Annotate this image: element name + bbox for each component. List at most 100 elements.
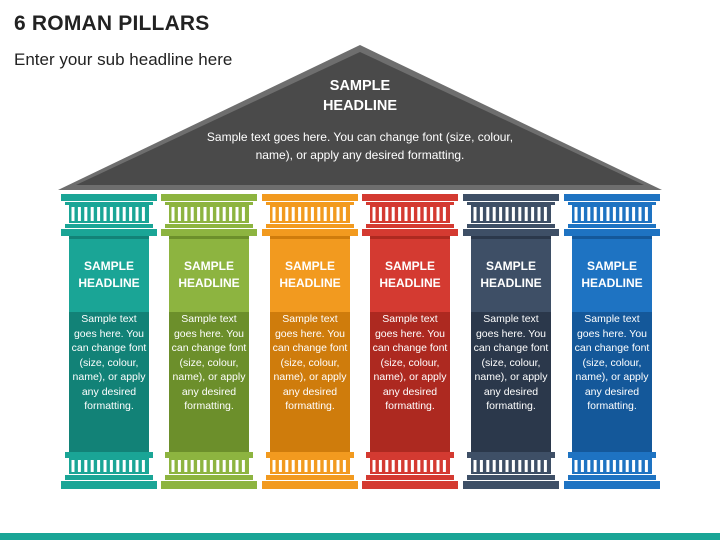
capital-band [266,224,354,228]
roof-pediment [58,45,662,190]
pillar-text: Sample text goes here. You can change fo… [372,313,448,412]
capital-flute [505,207,509,221]
capital-flute [229,207,233,221]
base-flute [177,460,181,472]
capital-flute [310,207,314,221]
base-flute [291,460,295,472]
capital-flute [442,207,446,221]
capital-flute [272,207,276,221]
capital-band [65,202,153,205]
capital-top-slab [463,194,559,201]
roof-headline: SAMPLE HEADLINE [250,76,470,116]
shaft-upper [270,239,350,312]
shaft-upper [169,239,249,312]
shaft-lower [572,312,652,452]
capital-flute [77,207,81,221]
base-flute [135,460,139,472]
capital-flute [524,207,528,221]
base-flute-block [572,458,652,474]
capital-flute [330,207,334,221]
base-flute [606,460,610,472]
base-flute [417,460,421,472]
capital-flute [606,207,610,221]
capital-flute-block [572,205,652,223]
base-flute-block [169,458,249,474]
base-flute [77,460,81,472]
capital-flute [177,207,181,221]
base-flute [423,460,427,472]
capital-bottom-slab [362,229,458,236]
pillar-shape [262,194,358,489]
base-flute [511,460,515,472]
capital-flute [336,207,340,221]
capital-flute [298,207,302,221]
base-band [165,475,253,480]
base-flute [524,460,528,472]
capital-flute [235,207,239,221]
base-slab [564,481,660,489]
capital-band [165,224,253,228]
base-flute [404,460,408,472]
base-flute [298,460,302,472]
base-flute [129,460,133,472]
capital-flute [285,207,289,221]
page-title: 6 ROMAN PILLARS [14,12,210,35]
base-flute [336,460,340,472]
capital-top-slab [61,194,157,201]
capital-band [467,202,555,205]
bottom-accent-bar [0,533,720,540]
base-flute [574,460,578,472]
capital-flute [625,207,629,221]
capital-flute [587,207,591,221]
base-flute [391,460,395,472]
base-slab [362,481,458,489]
capital-flute [109,207,113,221]
capital-flute [378,207,382,221]
capital-band [366,202,454,205]
pillar-shape [463,194,559,489]
capital-flute [436,207,440,221]
capital-flute [574,207,578,221]
base-flute [430,460,434,472]
base-band [266,475,354,480]
capital-flute [511,207,515,221]
capital-band [165,202,253,205]
base-slab [262,481,358,489]
base-flute [109,460,113,472]
capital-neck [370,236,450,239]
base-band [165,452,253,458]
base-flute [304,460,308,472]
base-flute [587,460,591,472]
capital-flute [84,207,88,221]
base-flute [385,460,389,472]
shaft-upper [370,239,450,312]
capital-flute [638,207,642,221]
base-flute [330,460,334,472]
capital-flute-block [69,205,149,223]
roof-text: Sample text goes here. You can change fo… [206,130,514,162]
capital-flute [479,207,483,221]
base-flute [638,460,642,472]
capital-bottom-slab [161,229,257,236]
base-flute [116,460,120,472]
pillar-shape [61,194,157,489]
capital-band [65,224,153,228]
base-flute [442,460,446,472]
pillar-text: Sample text goes here. You can change fo… [473,313,549,412]
base-flute [122,460,126,472]
shaft-lower [370,312,450,452]
capital-flute-block [370,205,450,223]
base-band [467,452,555,458]
shaft-lower [169,312,249,452]
capital-neck [572,236,652,239]
capital-flute [492,207,496,221]
capital-neck [471,236,551,239]
base-flute [342,460,346,472]
base-flute [272,460,276,472]
